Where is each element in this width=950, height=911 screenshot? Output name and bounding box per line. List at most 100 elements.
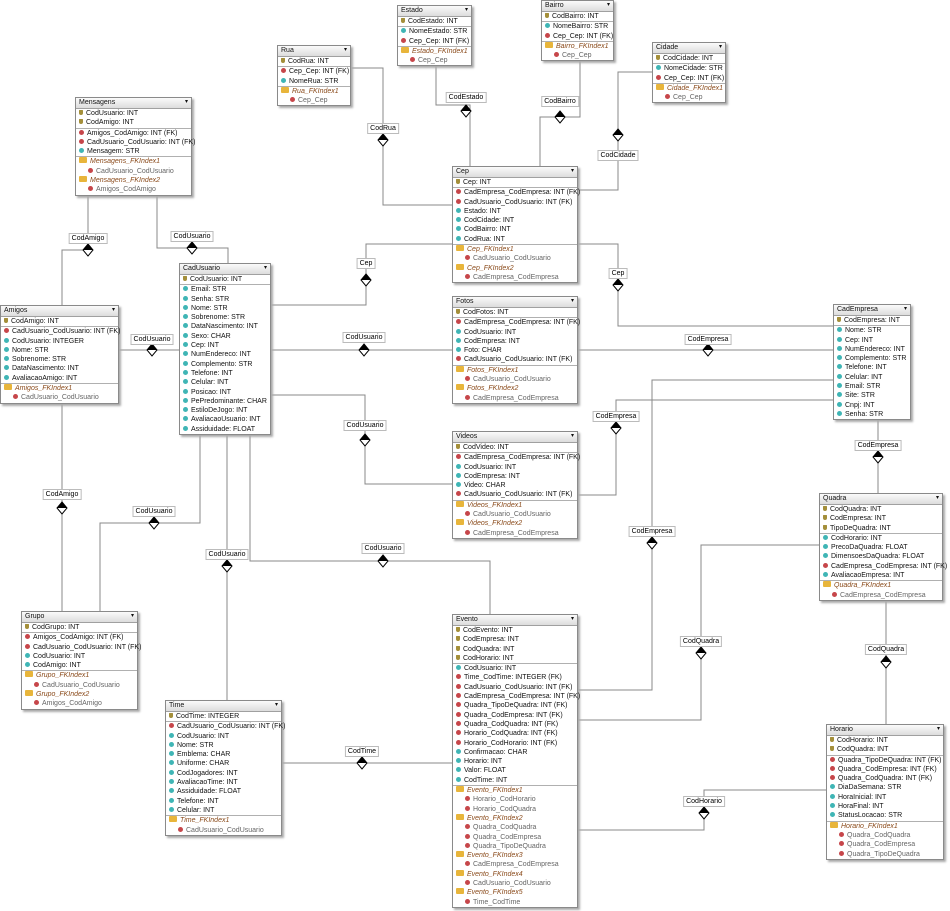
field-row[interactable]: CodAmigo: INT [1,317,118,326]
field-row[interactable]: CodEmpresa: INT [453,635,577,644]
field-row[interactable]: Nome: STR [166,741,281,750]
dropdown-arrow-icon[interactable]: ▾ [274,702,278,708]
field-row[interactable]: Complemento: STR [180,360,270,369]
field-row[interactable]: PePredominante: CHAR [180,397,270,406]
field-row[interactable]: CodEvento: INT [453,626,577,635]
relationship-label[interactable]: CodUsuario [130,334,174,345]
field-row[interactable]: Valor: FLOAT [453,766,577,775]
field-row[interactable]: Quadra_TipoDeQuadra: INT (FK) [827,756,943,765]
field-row[interactable]: Telefone: INT [834,363,910,372]
field-row[interactable]: CodRua: INT [278,57,350,66]
index-row[interactable]: Evento_FKIndex3 [453,851,577,860]
field-row[interactable]: Sexo: CHAR [180,332,270,341]
dropdown-arrow-icon[interactable]: ▾ [570,168,574,174]
relationship-label[interactable]: CodUsuario [342,332,386,343]
field-row[interactable]: Quadra_CodQuadra: INT (FK) [827,774,943,783]
table-header[interactable]: Horario▾ [827,725,943,736]
relationship-label[interactable]: CodEmpresa [592,411,640,422]
field-row[interactable]: Horario_CodQuadra: INT (FK) [453,729,577,738]
field-row[interactable]: CodAmigo: INT [76,118,191,127]
dropdown-arrow-icon[interactable]: ▾ [263,265,267,271]
field-row[interactable]: CodHorario: INT [827,736,943,745]
field-row[interactable]: Quadra_CodEmpresa: INT (FK) [827,765,943,774]
dropdown-arrow-icon[interactable]: ▾ [935,495,939,501]
relationship-label[interactable]: CodAmigo [42,489,82,500]
field-row[interactable]: CodJogadores: INT [166,769,281,778]
dropdown-arrow-icon[interactable]: ▾ [570,616,574,622]
field-row[interactable]: CodBairro: INT [453,225,577,234]
index-row[interactable]: Mensagens_FKIndex1 [76,157,191,166]
relationship-label[interactable]: CodCidade [597,150,639,161]
table-header[interactable]: Grupo▾ [22,612,137,623]
field-row[interactable]: CodUsuario: INT [166,732,281,741]
relationship-label[interactable]: CodUsuario [361,543,405,554]
table-header[interactable]: Mensagens▾ [76,98,191,109]
relationship-label[interactable]: CodQuadra [864,644,908,655]
relationship-label[interactable]: CodUsuario [205,549,249,560]
field-row[interactable]: CodEmpresa: INT [834,316,910,325]
field-row[interactable]: CodHorario: INT [453,654,577,663]
relationship-label[interactable]: CodEmpresa [854,440,902,451]
field-row[interactable]: CodVideo: INT [453,443,577,452]
index-row[interactable]: Time_FKIndex1 [166,816,281,825]
field-row[interactable]: AvaliacaoAmigo: INT [1,374,118,383]
field-row[interactable]: HoraFinal: INT [827,802,943,811]
field-row[interactable]: NumEndereco: INT [180,350,270,359]
dropdown-arrow-icon[interactable]: ▾ [130,613,134,619]
field-row[interactable]: Nome: STR [1,346,118,355]
table-header[interactable]: CadUsuario▾ [180,264,270,275]
field-row[interactable]: AvaliacaoEmpresa: INT [820,571,942,580]
relationship-label[interactable]: CodAmigo [68,233,108,244]
field-row[interactable]: CodEmpresa: INT [453,337,577,346]
field-row[interactable]: Foto: CHAR [453,346,577,355]
relationship-label[interactable]: CodUsuario [343,420,387,431]
index-row[interactable]: Mensagens_FKIndex2 [76,176,191,185]
field-row[interactable]: CadUsuario_CodUsuario: INT (FK) [76,138,195,147]
field-row[interactable]: CadUsuario_CodUsuario: INT (FK) [453,683,577,692]
index-row[interactable]: Evento_FKIndex2 [453,813,577,823]
relationship-label[interactable]: CodRua [367,123,399,134]
index-row[interactable]: Fotos_FKIndex2 [453,384,577,393]
field-row[interactable]: EstiloDeJogo: INT [180,406,270,415]
dropdown-arrow-icon[interactable]: ▾ [464,7,468,13]
field-row[interactable]: CodTime: INT [453,776,577,785]
field-row[interactable]: CodUsuario: INTEGER [1,337,118,346]
field-row[interactable]: CadEmpresa_CodEmpresa: INT (FK) [453,188,580,197]
field-row[interactable]: Cep: INT [453,178,577,187]
field-row[interactable]: Celular: INT [834,373,910,382]
field-row[interactable]: Quadra_CodQuadra: INT (FK) [453,720,577,729]
field-row[interactable]: CadUsuario_CodUsuario: INT (FK) [1,327,120,336]
field-row[interactable]: CodCidade: INT [453,216,577,225]
field-row[interactable]: CodEmpresa: INT [453,472,577,481]
relationship-label[interactable]: CodUsuario [132,506,176,517]
field-row[interactable]: NomeRua: STR [278,77,350,86]
field-row[interactable]: Cep: INT [834,336,910,345]
field-row[interactable]: Video: CHAR [453,481,577,490]
field-row[interactable]: Celular: INT [180,378,270,387]
table-header[interactable]: Fotos▾ [453,297,577,308]
field-row[interactable]: Quadra_CodEmpresa: INT (FK) [453,711,577,720]
field-row[interactable]: PrecoDaQuadra: FLOAT [820,543,942,552]
index-row[interactable]: Evento_FKIndex5 [453,888,577,897]
field-row[interactable]: Amigos_CodAmigo: INT (FK) [76,129,191,138]
dropdown-arrow-icon[interactable]: ▾ [718,44,722,50]
index-row[interactable]: Rua_FKIndex1 [278,86,350,96]
field-row[interactable]: Time_CodTime: INTEGER (FK) [453,673,577,682]
relationship-label[interactable]: CodEmpresa [628,526,676,537]
table-header[interactable]: Cep▾ [453,167,577,178]
field-row[interactable]: Complemento: STR [834,354,910,363]
index-row[interactable]: Fotos_FKIndex1 [453,365,577,375]
field-row[interactable]: Cnpj: INT [834,401,910,410]
field-row[interactable]: Site: STR [834,391,910,400]
index-row[interactable]: Grupo_FKIndex2 [22,690,137,699]
field-row[interactable]: Cep_Cep: INT (FK) [398,37,471,46]
field-row[interactable]: Email: STR [834,382,910,391]
relationship-label[interactable]: CodHorario [683,796,725,807]
field-row[interactable]: DataNascimento: INT [180,322,270,331]
